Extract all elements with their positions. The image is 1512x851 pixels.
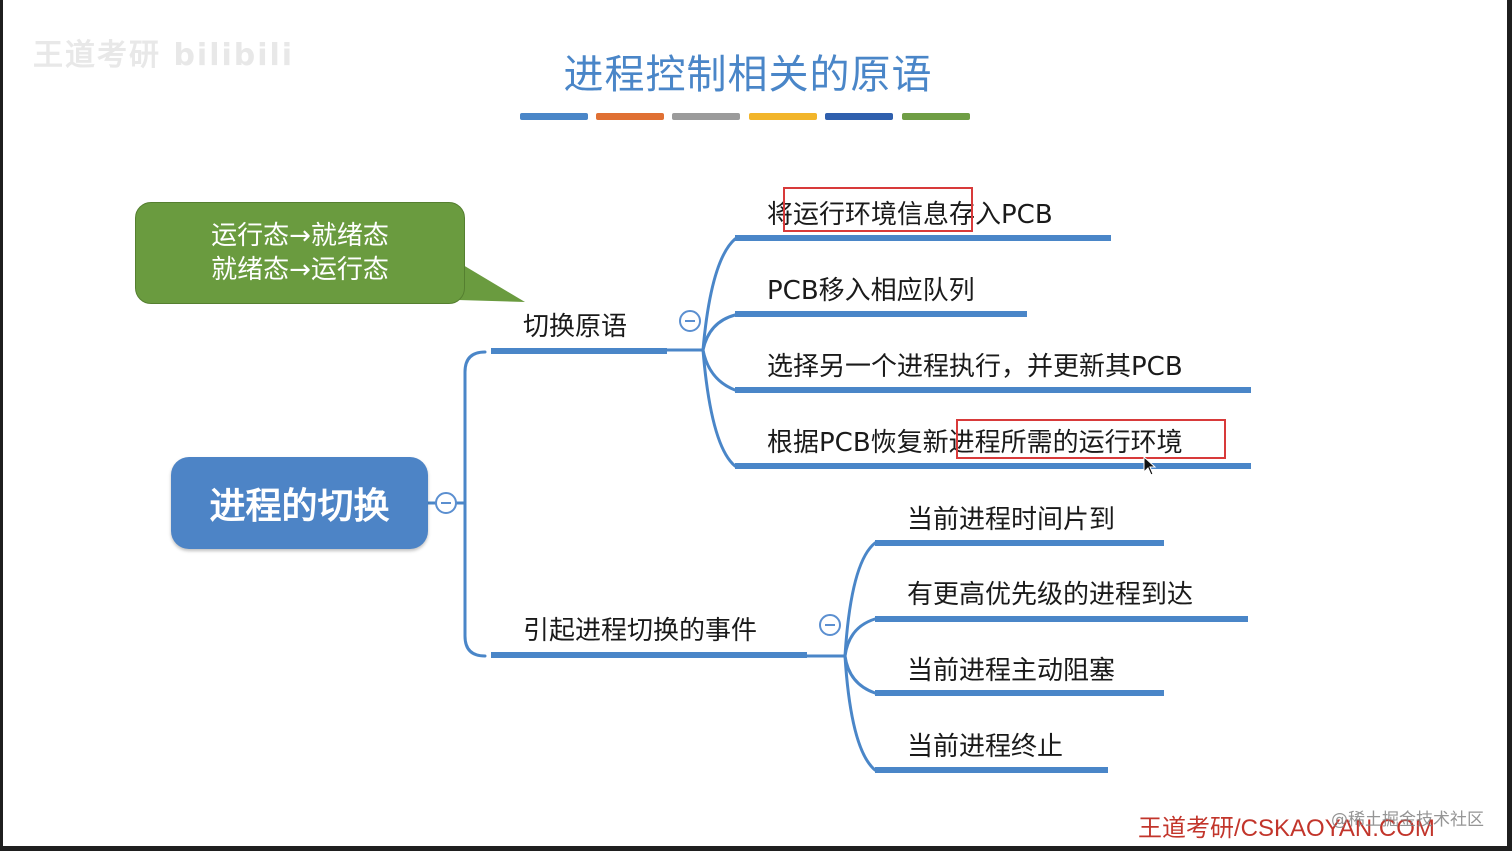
- leaf-restore-env[interactable]: 根据PCB恢复新进程所需的运行环境: [767, 428, 1183, 458]
- leaf-process-terminates[interactable]: 当前进程终止: [907, 732, 1064, 762]
- branch2-curve-4: [843, 654, 877, 772]
- branch2-collapse-button[interactable]: [819, 614, 841, 636]
- mouse-cursor-icon: [1143, 456, 1157, 476]
- color-bar-segment: [825, 113, 893, 120]
- branch2-curve-1: [843, 541, 877, 658]
- color-bar-segment: [520, 113, 588, 120]
- slide: 王道考研 bilibili 进程控制相关的原语: [3, 0, 1507, 846]
- root-spine: [463, 350, 487, 658]
- branch2-curve-2: [843, 617, 877, 658]
- callout-line-1: 运行态→就绪态: [211, 221, 389, 251]
- footer-brand: 王道考研/CSKAOYAN.COM: [1138, 815, 1435, 842]
- leaf-move-pcb-to-queue[interactable]: PCB移入相应队列: [767, 276, 975, 306]
- highlight-box-restore-env: [956, 419, 1226, 459]
- callout-line-2: 就绪态→运行态: [211, 255, 389, 285]
- color-bar-segment: [672, 113, 740, 120]
- root-collapse-button[interactable]: [435, 492, 457, 514]
- branch-switch-primitive[interactable]: 切换原语: [523, 312, 628, 342]
- leaf-higher-priority-arrives[interactable]: 有更高优先级的进程到达: [907, 580, 1194, 610]
- branch1-curve-1: [701, 237, 737, 352]
- color-bar-segment: [749, 113, 817, 120]
- highlight-box-save-env: [783, 187, 973, 232]
- leaf-save-env-to-pcb[interactable]: 将运行环境信息存入PCB: [767, 200, 1053, 230]
- leaf-time-slice-expired[interactable]: 当前进程时间片到: [907, 505, 1116, 535]
- color-bar-segment: [596, 113, 664, 120]
- color-bar-segment: [902, 113, 970, 120]
- branch1-curve-2: [701, 313, 737, 352]
- mindmap-connectors: [426, 235, 1251, 773]
- leaf-select-process[interactable]: 选择另一个进程执行，并更新其PCB: [767, 352, 1183, 382]
- page-title: 进程控制相关的原语: [563, 52, 933, 98]
- branch-switch-events[interactable]: 引起进程切换的事件: [523, 616, 758, 646]
- branch1-collapse-button[interactable]: [679, 310, 701, 332]
- bilibili-watermark: 王道考研 bilibili: [33, 38, 295, 73]
- callout-tail: [458, 262, 525, 302]
- branch1-curve-4: [701, 348, 737, 468]
- branch2-curve-3: [843, 654, 877, 695]
- juejin-watermark: @稀土掘金技术社区: [1331, 810, 1484, 830]
- state-transition-callout: 运行态→就绪态 就绪态→运行态: [135, 202, 465, 304]
- leaf-process-blocks[interactable]: 当前进程主动阻塞: [907, 656, 1116, 686]
- root-node-label: 进程的切换: [209, 486, 390, 527]
- root-node[interactable]: 进程的切换: [171, 457, 428, 549]
